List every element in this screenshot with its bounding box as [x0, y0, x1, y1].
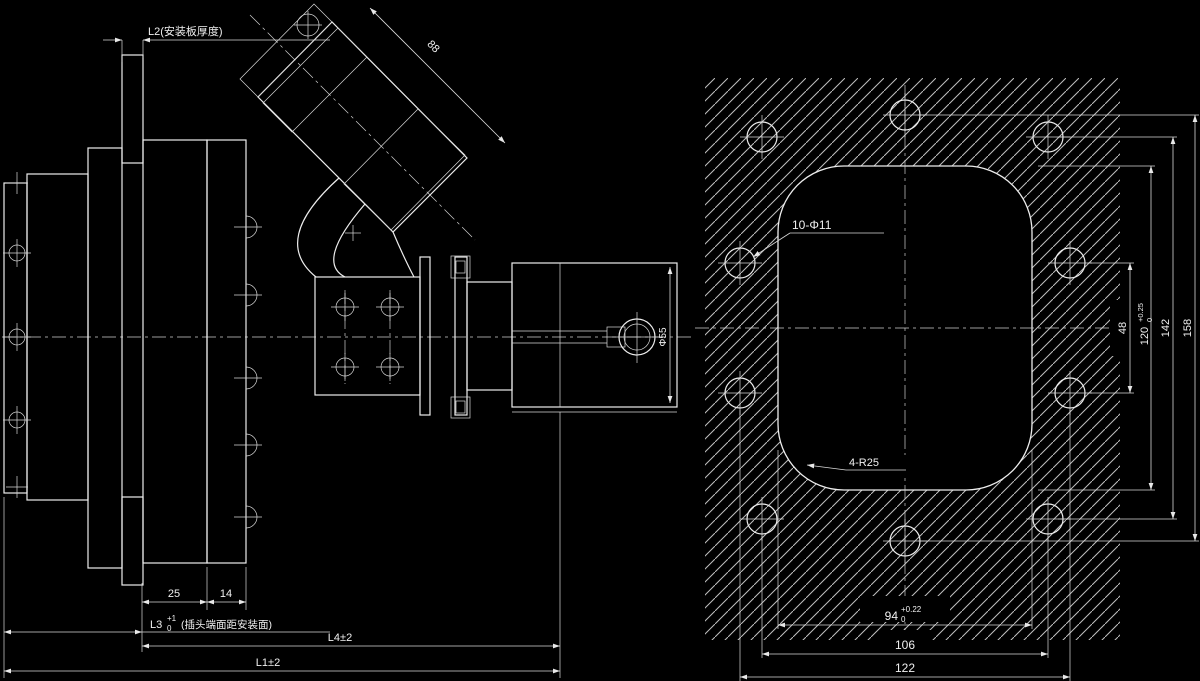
dim-cutout-width-tol-lower: 0 [901, 615, 906, 624]
backshell-length-dim-label: 88 [425, 38, 442, 55]
backshell-axis-centerline [249, 14, 476, 241]
dim-cutout-width: 94 [885, 609, 899, 623]
front-face-screws [3, 172, 31, 498]
dim-outer-v: 158 [1182, 319, 1194, 337]
dim-cutout-width-tol-upper: +0.22 [901, 605, 922, 614]
front-view-right-dims: 48 120 +0.25 0 142 158 [918, 114, 1199, 542]
pull-ring [612, 312, 664, 363]
dim-outer-h: 122 [895, 661, 915, 675]
coupling-ring [87, 147, 123, 569]
side-view: 88 [2, 3, 692, 678]
front-view-bottom-dims: 94 +0.22 0 106 122 [739, 410, 1071, 681]
dim-l3-suffix: (插头端面距安装面) [181, 618, 272, 631]
knurl-band-upper [262, 27, 368, 133]
dim-cutout-height: 120 [1139, 327, 1151, 345]
clamp-plate [206, 139, 247, 564]
corner-radius-label: 4-R25 [849, 457, 879, 469]
rear-housing: Φ55 [511, 262, 678, 413]
dim-l1: L1±2 [256, 657, 280, 669]
mounting-panel-section [121, 54, 144, 586]
side-view-bottom-dims: 25 14 L3 +1 0 (插头端面距安装面) L4±2 L1±2 [3, 412, 561, 678]
dim-cutout-height-tol-upper: +0.25 [1136, 303, 1145, 322]
dim-l2: L2(安装板厚度) [103, 24, 330, 62]
angled-backshell: 88 [239, 3, 506, 278]
dim-hole-span-h: 106 [895, 638, 915, 652]
corner-radius-callout: 4-R25 [806, 455, 912, 475]
cable-clamp-block [314, 276, 421, 396]
jackscrew [294, 11, 322, 39]
backshell-length-dim-line [369, 7, 506, 144]
plug-front-barrel [3, 182, 28, 494]
hole-callout: 10-Φ11 [752, 213, 886, 258]
dim-cutout-height-tol-lower: 0 [1145, 318, 1154, 322]
dim-l3-prefix: L3 [150, 619, 162, 631]
dim-l3-tol-lower: 0 [167, 624, 172, 633]
mounting-screw-heads [234, 215, 262, 529]
elbow-outer-arc [297, 177, 340, 278]
dim-mid-holes-v: 48 [1117, 322, 1129, 334]
dim-hole-span-v: 142 [1160, 319, 1172, 337]
backshell-end-face [239, 3, 333, 98]
dim-l2-label: L2(安装板厚度) [148, 24, 223, 38]
dim-l4: L4±2 [328, 632, 352, 644]
mounting-flange [142, 139, 208, 564]
adapter-section [419, 255, 513, 419]
dim-nut-thickness: 14 [220, 588, 232, 600]
dim-flange-thickness: 25 [168, 588, 180, 600]
elbow-mid-arc [333, 203, 366, 278]
front-view: 10-Φ11 4-R25 48 120 +0.25 0 [695, 78, 1199, 681]
grommet-dim-label: Φ55 [658, 327, 669, 347]
elbow-inner-arc [392, 231, 415, 278]
hole-callout-label: 10-Φ11 [792, 218, 832, 232]
dim-l3-tol-upper: +1 [167, 614, 177, 623]
